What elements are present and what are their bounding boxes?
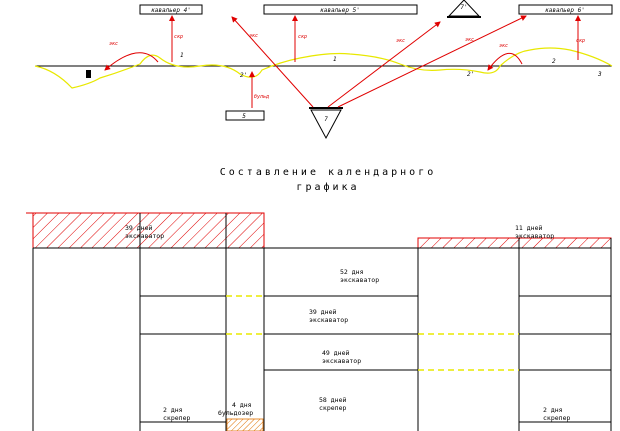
arrow-label: экс (465, 37, 474, 43)
bar-days: 2 дня (163, 406, 183, 414)
arrow-label: скр (298, 34, 307, 40)
bar-days: 58 дней (319, 396, 346, 404)
cavalier-4-label: кавальер 4' (151, 7, 191, 14)
bar-machine: скрепер (163, 414, 190, 422)
bar-days: 2 дня (543, 406, 563, 414)
bar-machine: скрепер (543, 414, 570, 422)
arrow-label: экс (249, 33, 258, 39)
bar-machine: скрепер (319, 404, 346, 412)
section-label: 1 (180, 52, 184, 59)
bar-machine: экскаватор (515, 232, 554, 240)
schedule-grid: 39 дней экскаватор 11 дней экскаватор 52… (26, 212, 612, 431)
bar-days: 11 дней (515, 224, 542, 232)
arrow-excavator (104, 52, 159, 71)
terrain-profile (34, 47, 613, 89)
cavalier-6-label: кавальер 6' (545, 7, 585, 14)
section-subtitle: графика (296, 181, 359, 193)
bar-machine: экскаватор (322, 357, 361, 365)
reserve-5-label: 5 (242, 113, 246, 120)
cavalier-5-box (263, 4, 418, 15)
arrow-excavator (337, 15, 527, 108)
cavalier-6-box (518, 4, 613, 15)
arrow-excavator (231, 16, 314, 108)
cavalier-5-label: кавальер 5' (320, 7, 360, 14)
section-label: 2 (552, 58, 556, 65)
arrow-label: бульд (254, 93, 269, 100)
earthwork-scheme: кавальер 4' кавальер 5' кавальер 6' 5 7 … (34, 0, 613, 140)
reserve-7p-label: 7' (460, 4, 467, 11)
bar-machine: бульдозер (218, 409, 253, 417)
bar-days: 39 дней (125, 224, 152, 232)
arrow-label: экс (396, 38, 405, 44)
cavalier-4-box (139, 4, 203, 15)
marker-block (86, 70, 91, 78)
reserve-5-box (225, 110, 265, 121)
arrow-label: экс (499, 43, 508, 49)
arrow-label: скр (576, 38, 585, 44)
section-label: 2' (240, 72, 247, 79)
bar-days: 4 дня (232, 401, 252, 409)
section-label: 3 (597, 71, 602, 78)
bar-machine: экскаватор (340, 276, 379, 284)
bar-days: 49 дней (322, 349, 349, 357)
arrow-excavator (487, 53, 523, 71)
bar-days: 39 дней (309, 308, 336, 316)
section-title: Составление календарного (220, 167, 437, 178)
arrow-label: экс (109, 41, 118, 47)
section-label: 1 (333, 56, 337, 63)
bar-machine: экскаватор (309, 316, 348, 324)
reserve-7-label: 7 (324, 116, 328, 123)
arrow-excavator (327, 21, 441, 108)
haul-arrows (104, 15, 581, 108)
bar-machine: экскаватор (125, 232, 164, 240)
bar-bulldozer (226, 418, 264, 431)
reserve-7-triangle (310, 109, 342, 140)
section-label: 2' (467, 71, 474, 78)
bar-days: 52 дня (340, 268, 364, 276)
arrow-label: скр (174, 34, 183, 40)
